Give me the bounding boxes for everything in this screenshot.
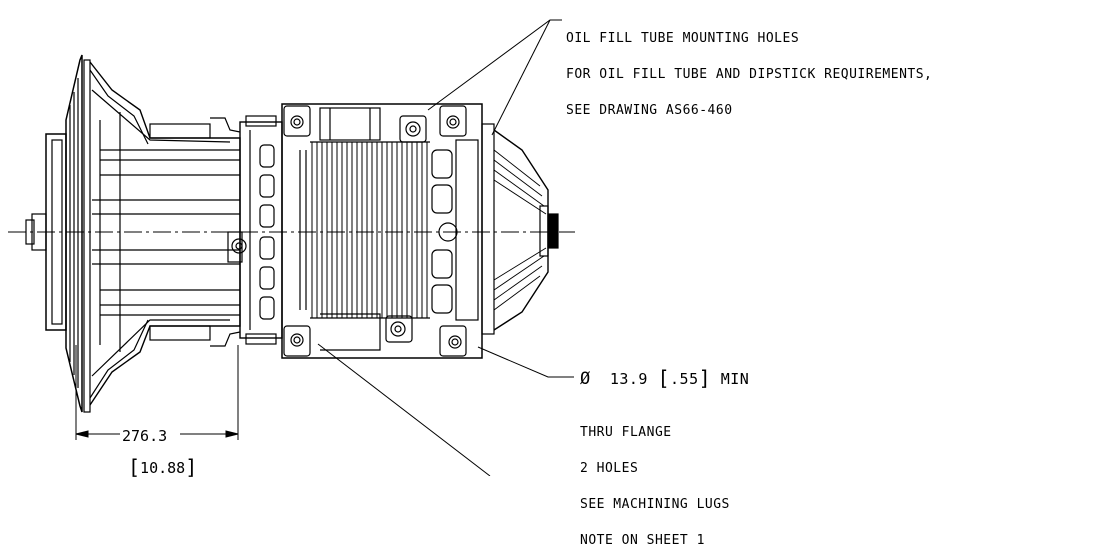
- thru-line-4: NOTE ON SHEET 1: [580, 533, 705, 548]
- dimension-276: [75, 345, 239, 440]
- thru-flange-callout: THRU FLANGE 2 HOLES SEE MACHINING LUGS N…: [580, 403, 730, 559]
- hole-diameter-mm: 13.9: [609, 370, 648, 388]
- thru-line-2: 2 HOLES: [580, 461, 639, 476]
- diameter-symbol: Ø: [580, 369, 591, 389]
- hole-diameter-suffix: MIN: [720, 370, 750, 388]
- engine-side-view-drawing: [8, 19, 575, 476]
- dimension-inch-value: 10.88: [140, 459, 186, 477]
- oil-fill-line-2: FOR OIL FILL TUBE AND DIPSTICK REQUIREME…: [566, 67, 933, 82]
- hole-diameter-inch: .55: [670, 370, 699, 388]
- left-flange: [25, 54, 91, 413]
- thru-line-1: THRU FLANGE: [580, 425, 672, 440]
- transition-section: [239, 115, 283, 345]
- dimension-inch-label: [10.88]: [128, 455, 198, 479]
- oil-fill-callout: OIL FILL TUBE MOUNTING HOLES FOR OIL FIL…: [566, 9, 932, 129]
- oil-fill-line-3: SEE DRAWING AS66-460: [566, 103, 733, 118]
- rear-cone: [481, 123, 559, 335]
- leader-lines: [317, 19, 574, 476]
- main-body: [281, 103, 483, 359]
- hole-diameter-callout: Ø 13.9 [.55] MIN: [580, 366, 750, 390]
- gearbox-housing: [89, 61, 247, 406]
- oil-fill-line-1: OIL FILL TUBE MOUNTING HOLES: [566, 31, 800, 46]
- dimension-mm-label: 276.3: [122, 427, 168, 445]
- thru-line-3: SEE MACHINING LUGS: [580, 497, 730, 512]
